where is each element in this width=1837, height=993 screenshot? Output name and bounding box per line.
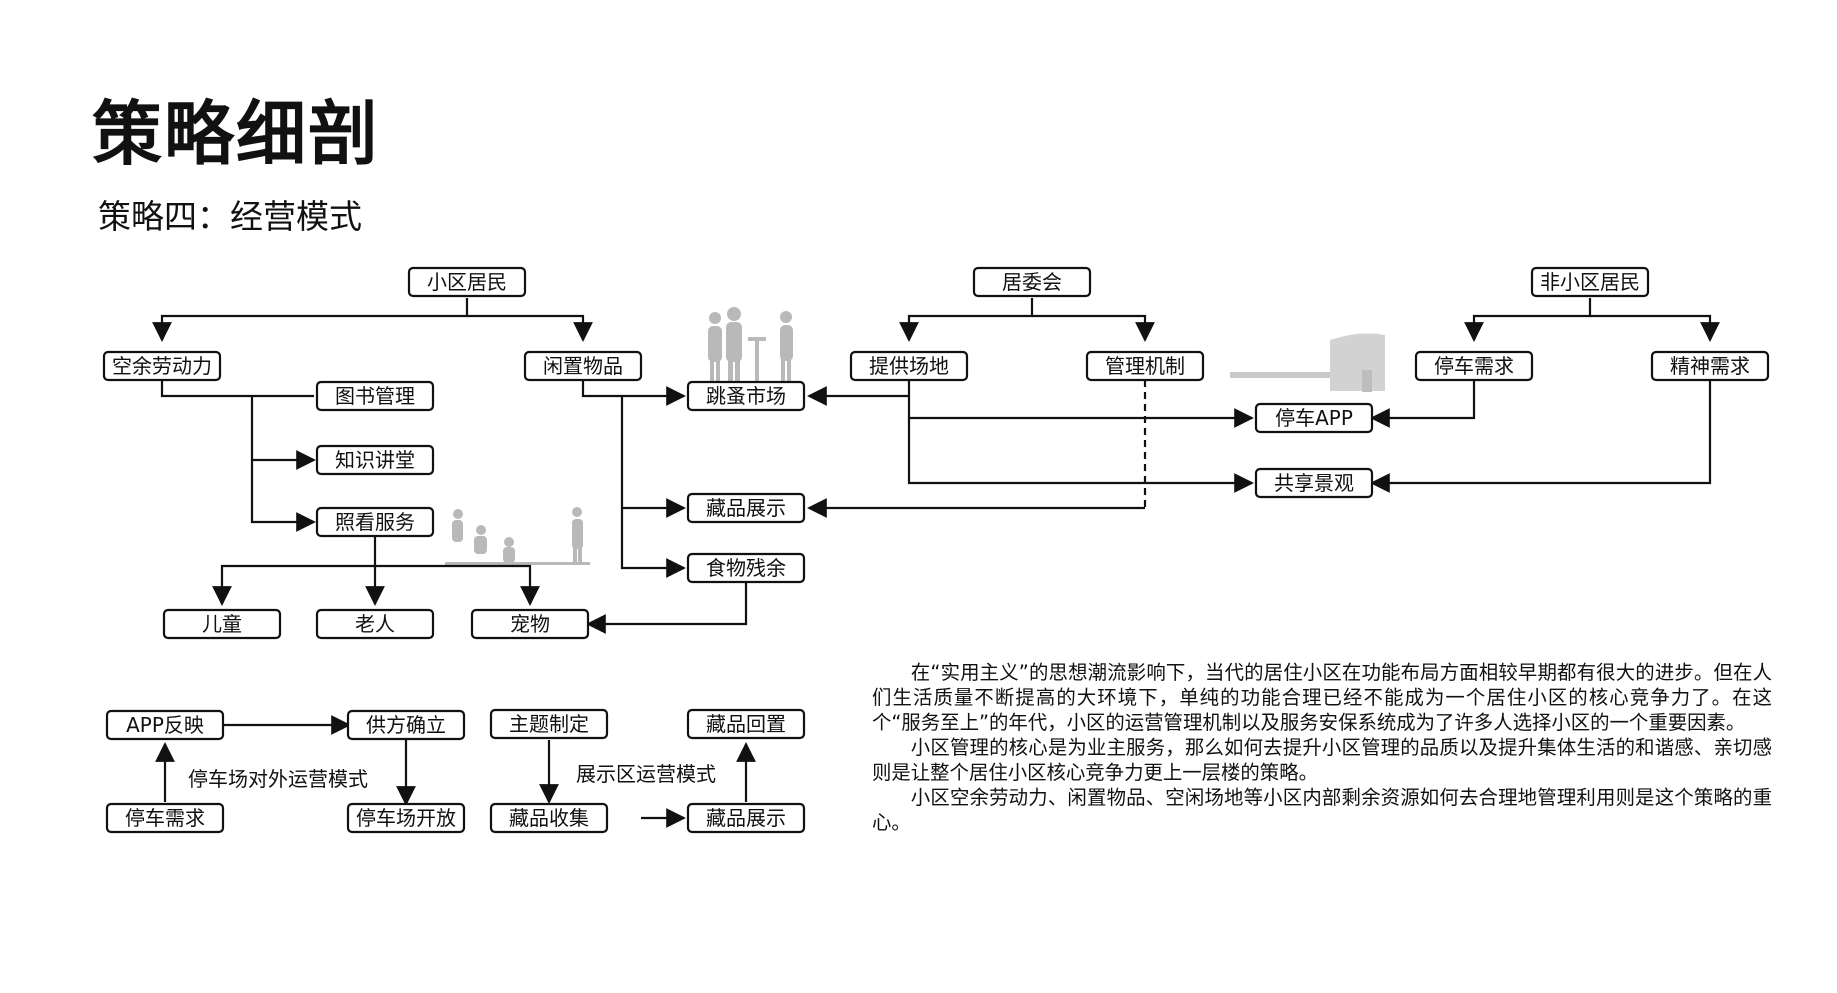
svg-text:精神需求: 精神需求 (1670, 354, 1750, 378)
svg-text:提供场地: 提供场地 (869, 354, 949, 378)
svg-text:知识讲堂: 知识讲堂 (335, 448, 415, 472)
node-zhaokan-fuwu: 照看服务 (315, 506, 435, 538)
svg-text:非小区居民: 非小区居民 (1540, 270, 1640, 294)
label-exhibit-mode: 展示区运营模式 (576, 762, 716, 786)
node-zhishi-jiangtang: 知识讲堂 (315, 444, 435, 476)
svg-text:宠物: 宠物 (510, 612, 550, 636)
node-gongfang-queli: 供方确立 (346, 709, 466, 741)
node-cangpin-zhanshi: 藏品展示 (686, 492, 806, 524)
node-tingche-xuqiu: 停车需求 (1414, 350, 1534, 382)
svg-text:APP反映: APP反映 (126, 713, 204, 737)
node-gongxiang-jingguan: 共享景观 (1254, 467, 1374, 499)
node-kongyu-laodongli: 空余劳动力 (102, 350, 222, 382)
node-cangpin-huizhi: 藏品回置 (686, 708, 806, 740)
svg-text:照看服务: 照看服务 (335, 510, 415, 534)
people-silhouette-market (708, 307, 793, 384)
svg-text:老人: 老人 (355, 612, 395, 636)
node-tingchechang-kaifang: 停车场开放 (346, 802, 466, 834)
node-juweihui: 居委会 (972, 266, 1092, 298)
svg-text:停车APP: 停车APP (1275, 406, 1353, 430)
svg-text:藏品展示: 藏品展示 (706, 496, 786, 520)
svg-text:食物残余: 食物残余 (706, 556, 786, 580)
svg-text:图书管理: 图书管理 (335, 384, 415, 408)
node-zhuti-zhiding: 主题制定 (489, 708, 609, 740)
node-bottom-cangpin-zhanshi: 藏品展示 (686, 802, 806, 834)
page-title: 策略细剖 (92, 93, 380, 175)
node-shiwu-canyu: 食物残余 (686, 552, 806, 584)
node-xiaoqu-jumin: 小区居民 (407, 266, 527, 298)
node-guanli-jizhi: 管理机制 (1085, 350, 1205, 382)
page-subtitle: 策略四：经营模式 (98, 197, 362, 236)
label-parking-mode: 停车场对外运营模式 (188, 767, 368, 791)
svg-text:儿童: 儿童 (202, 612, 242, 636)
paragraph-3: 小区空余劳动力、闲置物品、空闲场地等小区内部剩余资源如何去合理地管理利用则是这个… (872, 786, 1772, 834)
node-tiaozao-shichang: 跳蚤市场 (686, 380, 806, 412)
node-chongwu: 宠物 (470, 608, 590, 640)
parking-gate-silhouette (1230, 333, 1385, 392)
svg-text:共享景观: 共享景观 (1274, 471, 1354, 495)
svg-text:停车场开放: 停车场开放 (356, 806, 456, 830)
node-tushu-guanli: 图书管理 (315, 380, 435, 412)
node-jingshen-xuqiu: 精神需求 (1650, 350, 1770, 382)
svg-text:供方确立: 供方确立 (366, 713, 446, 737)
node-cangpin-shouji: 藏品收集 (489, 802, 609, 834)
svg-text:跳蚤市场: 跳蚤市场 (706, 384, 786, 408)
node-fei-xiaoqu-jumin: 非小区居民 (1530, 266, 1650, 298)
node-xianzhi-wupin: 闲置物品 (523, 350, 643, 382)
svg-text:主题制定: 主题制定 (509, 712, 589, 736)
description-text: 在“实用主义”的思想潮流影响下，当代的居住小区在功能布局方面相较早期都有很大的进… (872, 660, 1772, 835)
people-silhouette-care (445, 507, 590, 565)
svg-text:藏品回置: 藏品回置 (706, 712, 786, 736)
svg-text:藏品展示: 藏品展示 (706, 806, 786, 830)
svg-text:居委会: 居委会 (1002, 270, 1062, 294)
node-bottom-tingche-xuqiu: 停车需求 (105, 802, 225, 834)
paragraph-2: 小区管理的核心是为业主服务，那么如何去提升小区管理的品质以及提升集体生活的和谐感… (872, 736, 1772, 784)
node-ertong: 儿童 (162, 608, 282, 640)
svg-text:藏品收集: 藏品收集 (509, 806, 589, 830)
svg-text:停车需求: 停车需求 (1434, 354, 1514, 378)
node-tingche-app: 停车APP (1254, 402, 1374, 434)
node-laoren: 老人 (315, 608, 435, 640)
svg-text:管理机制: 管理机制 (1105, 354, 1185, 378)
svg-text:闲置物品: 闲置物品 (543, 354, 623, 378)
node-app-fanying: APP反映 (105, 709, 225, 741)
paragraph-1: 在“实用主义”的思想潮流影响下，当代的居住小区在功能布局方面相较早期都有很大的进… (872, 661, 1772, 734)
diagram-edges (152, 298, 1720, 828)
svg-text:空余劳动力: 空余劳动力 (112, 354, 212, 378)
node-tigong-changdi: 提供场地 (849, 350, 969, 382)
svg-text:停车需求: 停车需求 (125, 806, 205, 830)
svg-text:小区居民: 小区居民 (427, 270, 507, 294)
